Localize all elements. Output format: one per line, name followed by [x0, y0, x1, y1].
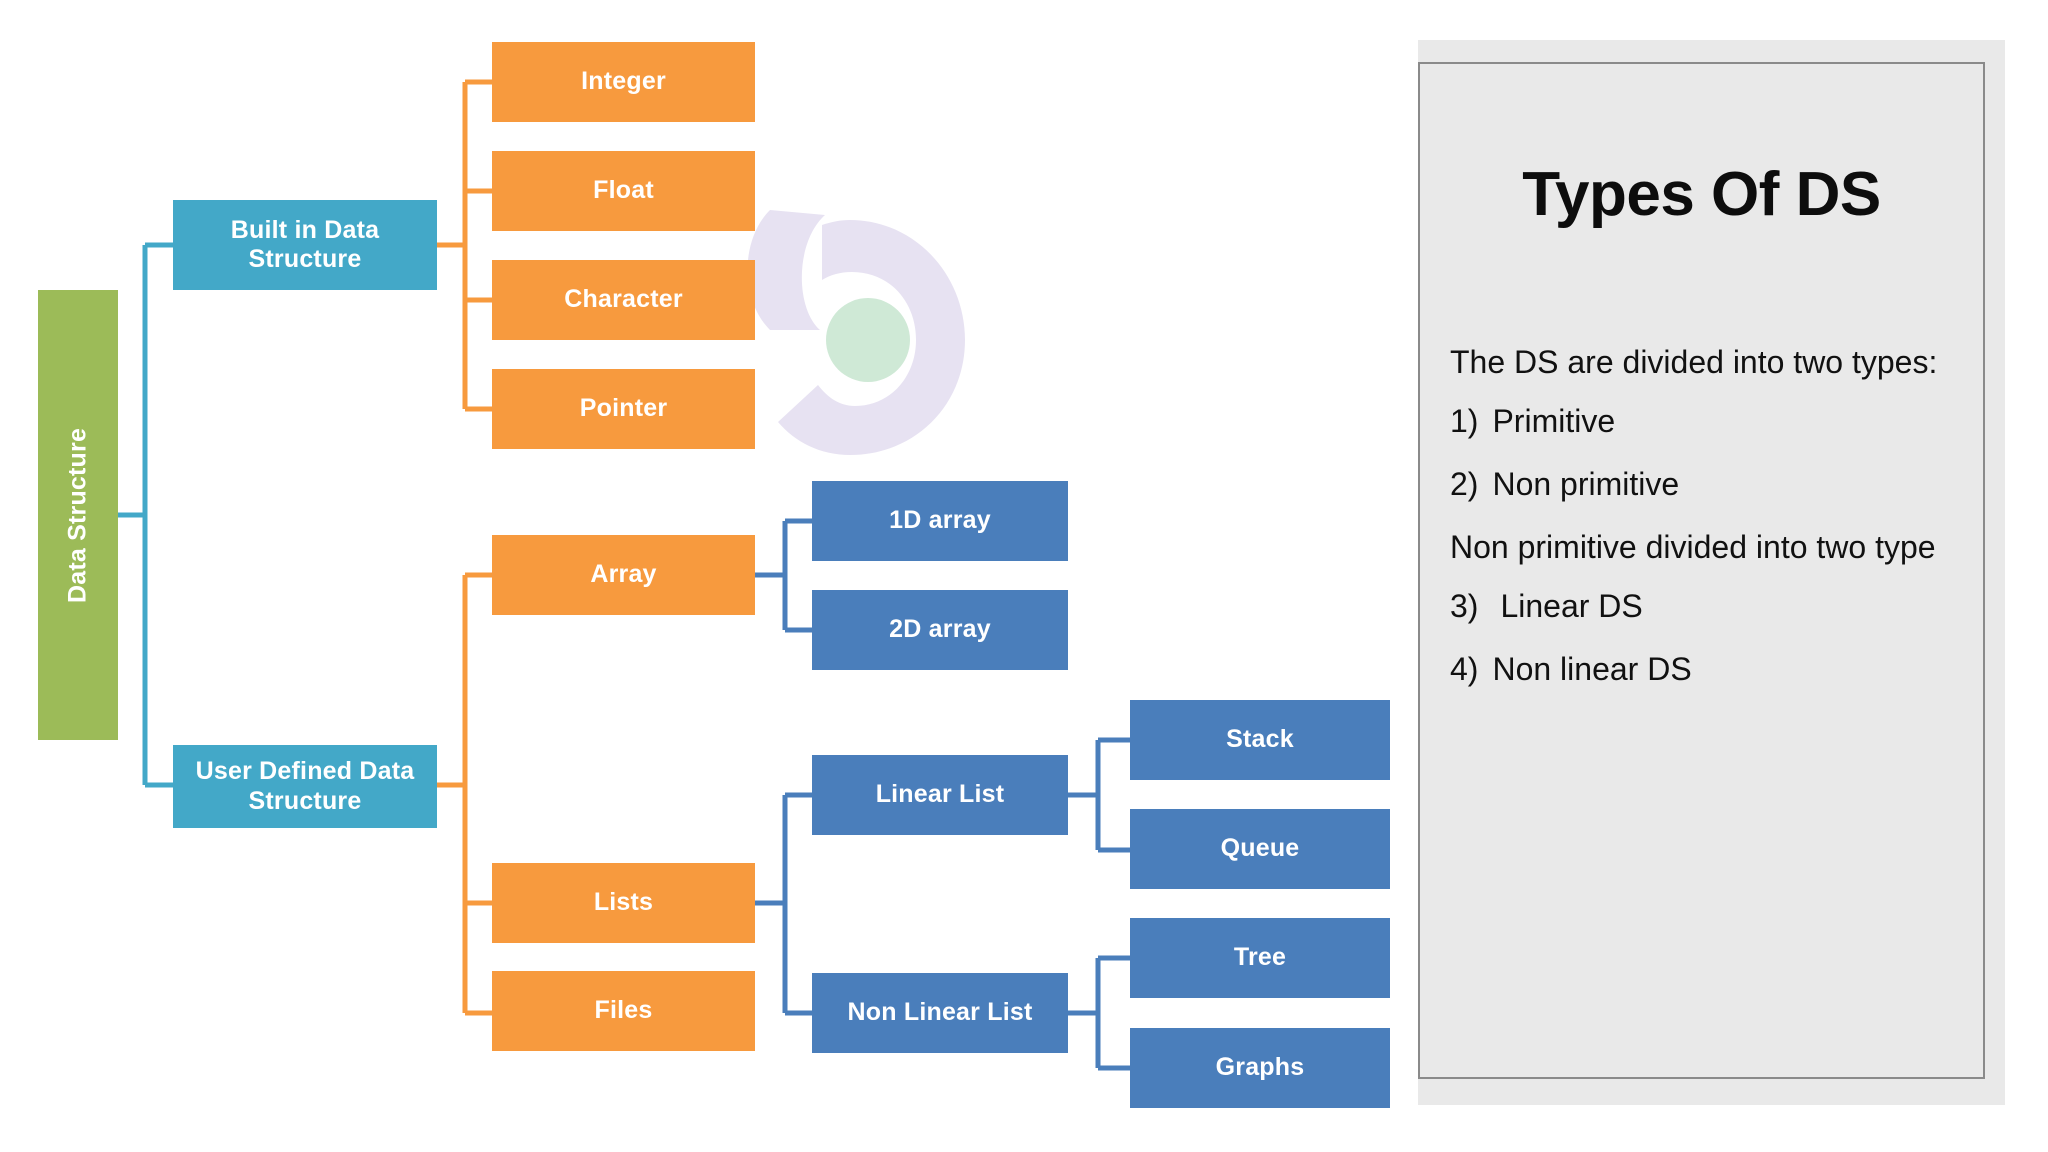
node-non-linear-list[interactable]: Non Linear List	[812, 973, 1068, 1053]
list-item: 4) Non linear DS	[1450, 649, 1960, 690]
types-of-ds-panel: Types Of DS The DS are divided into two …	[1418, 40, 2005, 1105]
node-queue[interactable]: Queue	[1130, 809, 1390, 889]
node-2d-array[interactable]: 2D array	[812, 590, 1068, 670]
list-item: 2) Non primitive	[1450, 464, 1960, 505]
data-structure-tree-diagram: Data Structure Built in Data Structure U…	[38, 42, 1390, 1108]
node-built-in-data-structure[interactable]: Built in Data Structure	[173, 200, 437, 290]
list-item-label: Linear DS	[1500, 587, 1643, 624]
node-stack[interactable]: Stack	[1130, 700, 1390, 780]
panel-intro-text: The DS are divided into two types:	[1450, 344, 1938, 380]
page-title: Types Of DS	[1522, 160, 1881, 229]
list-item-label: Primitive	[1492, 402, 1616, 439]
node-graphs[interactable]: Graphs	[1130, 1028, 1390, 1108]
list-item-number: 3)	[1450, 587, 1479, 624]
list-item-label: Non primitive	[1492, 465, 1680, 502]
list-item-number: 1)	[1450, 402, 1479, 439]
panel-inner-frame: Types Of DS The DS are divided into two …	[1418, 62, 1985, 1079]
panel-subintro-text: Non primitive divided into two type	[1450, 528, 1936, 565]
node-float[interactable]: Float	[492, 151, 755, 231]
node-data-structure[interactable]: Data Structure	[38, 290, 118, 740]
node-integer[interactable]: Integer	[492, 42, 755, 122]
panel-body-text: The DS are divided into two types: 1) Pr…	[1450, 342, 1960, 712]
node-1d-array[interactable]: 1D array	[812, 481, 1068, 561]
list-item: 3) Linear DS	[1450, 586, 1960, 627]
node-lists[interactable]: Lists	[492, 863, 755, 943]
node-character[interactable]: Character	[492, 260, 755, 340]
node-files[interactable]: Files	[492, 971, 755, 1051]
node-array[interactable]: Array	[492, 535, 755, 615]
node-pointer[interactable]: Pointer	[492, 369, 755, 449]
list-item-number: 4)	[1450, 650, 1479, 687]
node-tree[interactable]: Tree	[1130, 918, 1390, 998]
node-user-defined-data-structure[interactable]: User Defined Data Structure	[173, 745, 437, 828]
node-linear-list[interactable]: Linear List	[812, 755, 1068, 835]
list-item-label: Non linear DS	[1492, 650, 1692, 687]
connector-lines	[118, 79, 1130, 1071]
list-item: 1) Primitive	[1450, 401, 1960, 442]
list-item-number: 2)	[1450, 465, 1479, 502]
